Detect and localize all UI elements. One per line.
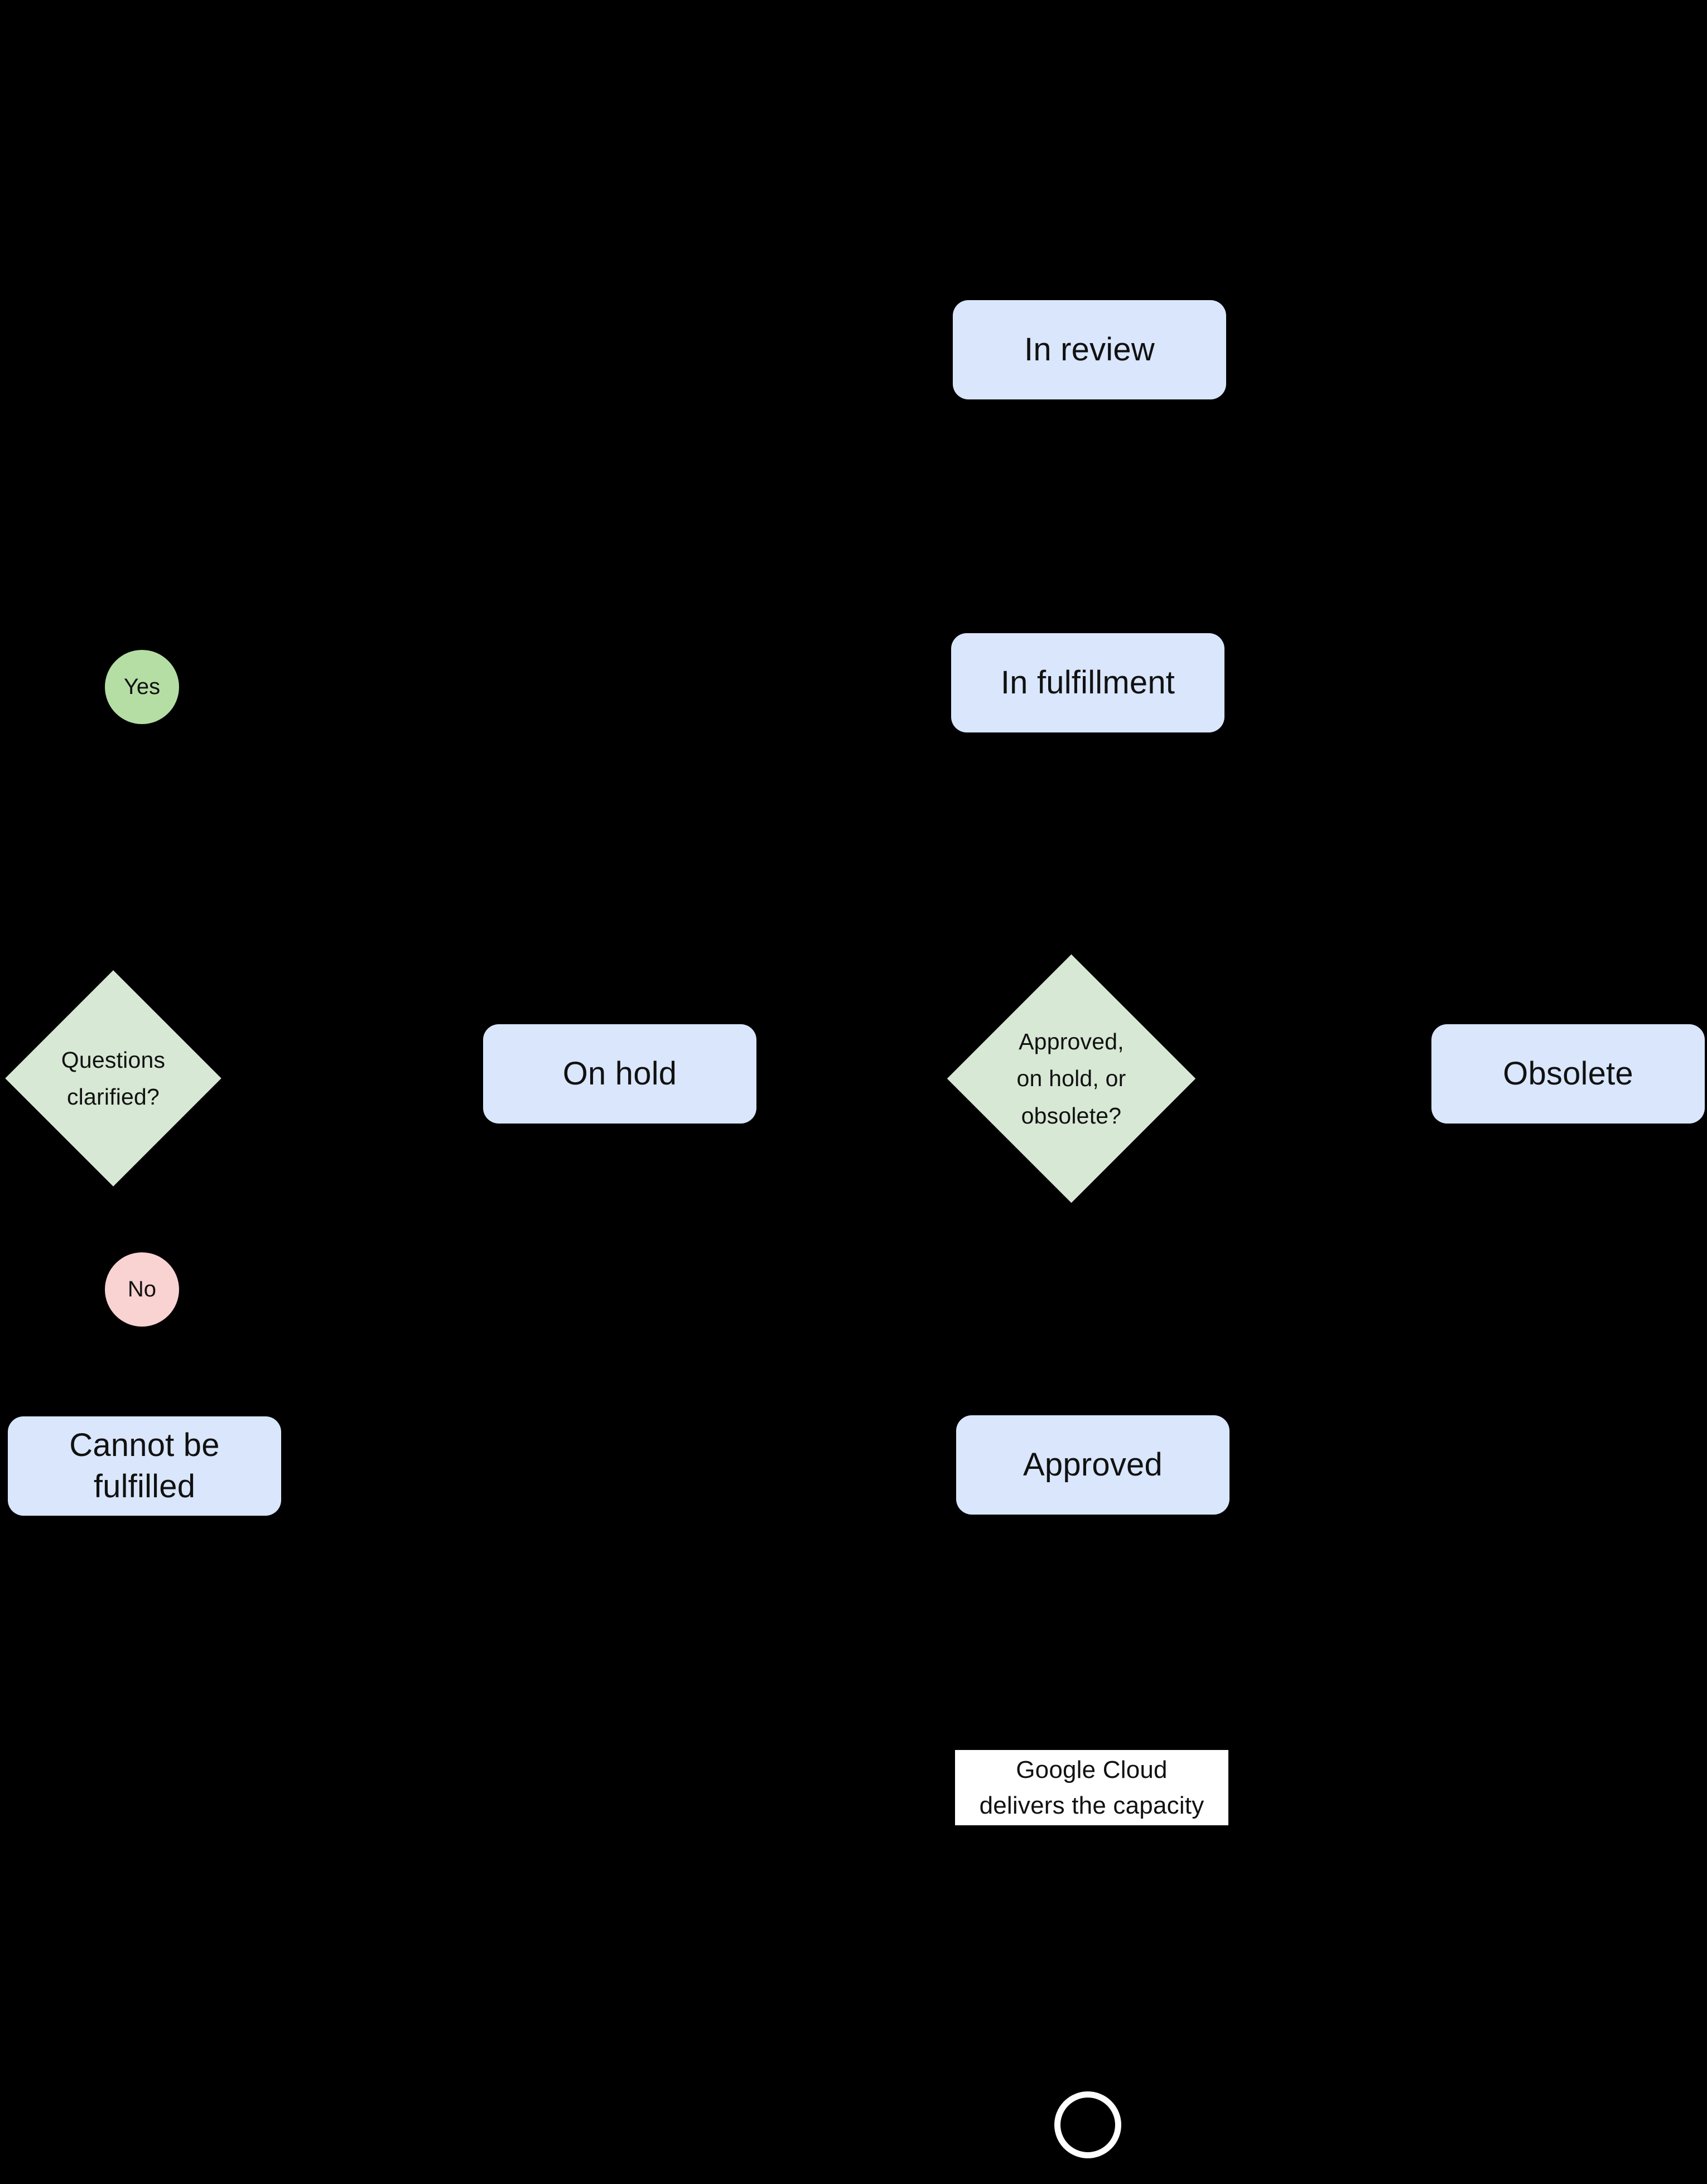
edge-label-yes: Yes — [105, 650, 179, 724]
node-obsolete[interactable]: Obsolete — [1431, 1024, 1705, 1124]
node-approved-on-hold-obsolete[interactable]: Approved, on hold, or obsolete? — [947, 954, 1196, 1203]
node-in-fulfillment[interactable]: In fulfillment — [951, 633, 1224, 732]
node-obsolete-label: Obsolete — [1503, 1055, 1633, 1092]
node-questions-clarified[interactable]: Questions clarified? — [5, 970, 221, 1187]
node-questions-clarified-label: Questions clarified? — [61, 1047, 166, 1110]
edge-label-no-text: No — [127, 1277, 157, 1301]
node-approved-label: Approved — [1023, 1446, 1163, 1483]
node-end-terminator[interactable] — [1054, 2091, 1121, 2158]
node-delivers-capacity[interactable]: Google Cloud delivers the capacity — [955, 1750, 1228, 1825]
node-on-hold-label: On hold — [562, 1055, 677, 1092]
node-in-fulfillment-label: In fulfillment — [1000, 664, 1175, 701]
edge-label-yes-text: Yes — [123, 674, 161, 699]
node-in-review-label: In review — [1024, 331, 1155, 368]
edge-label-no: No — [105, 1252, 179, 1327]
node-approved[interactable]: Approved — [956, 1415, 1229, 1515]
node-cannot-be-fulfilled-label: Cannot be fulfilled — [69, 1426, 220, 1505]
node-approved-on-hold-obsolete-label: Approved, on hold, or obsolete? — [1016, 1028, 1126, 1129]
node-cannot-be-fulfilled[interactable]: Cannot be fulfilled — [8, 1416, 281, 1516]
node-in-review[interactable]: In review — [953, 300, 1226, 399]
node-delivers-capacity-label: Google Cloud delivers the capacity — [979, 1756, 1204, 1819]
node-on-hold[interactable]: On hold — [483, 1024, 756, 1124]
